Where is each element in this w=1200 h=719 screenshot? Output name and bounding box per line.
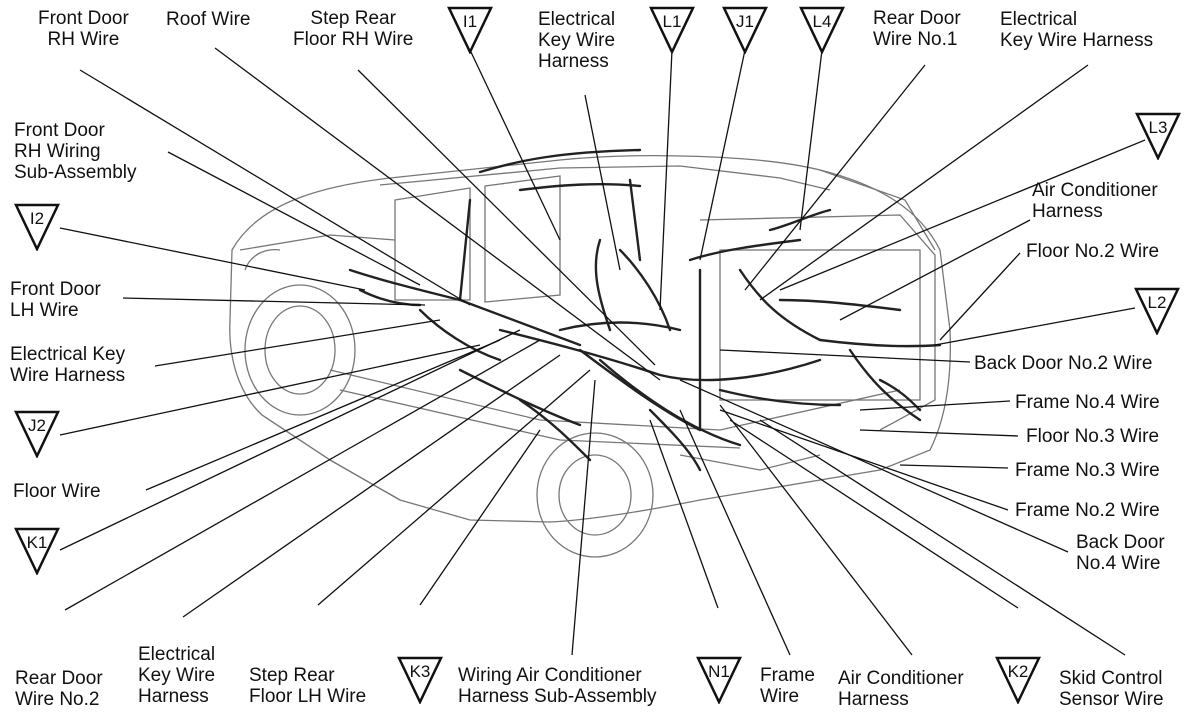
label-air-conditioner-harness-right: Air Conditioner Harness [1032, 180, 1158, 222]
label-frame-no3-wire: Frame No.3 Wire [1015, 460, 1160, 481]
label-wiring-air-conditioner-harness-sub-assembly: Wiring Air Conditioner Harness Sub-Assem… [458, 665, 657, 707]
connector-i1: I1 [447, 6, 493, 54]
label-front-door-rh-wire: Front Door RH Wire [38, 8, 129, 50]
connector-n1: N1 [696, 656, 742, 704]
connector-k2: K2 [995, 656, 1041, 704]
label-back-door-no4-wire: Back Door No.4 Wire [1076, 532, 1165, 574]
connector-j1: J1 [722, 6, 768, 54]
label-frame-no2-wire: Frame No.2 Wire [1015, 500, 1160, 521]
label-rear-door-wire-no1: Rear Door Wire No.1 [873, 8, 961, 50]
label-electrical-key-wire-harness-left: Electrical Key Wire Harness [10, 344, 126, 386]
label-electrical-key-wire-harness-bottom: Electrical Key Wire Harness [138, 644, 216, 707]
leader-lines [59, 47, 1146, 656]
label-skid-control-sensor-wire: Skid Control Sensor Wire [1059, 668, 1164, 710]
label-frame-no4-wire: Frame No.4 Wire [1015, 392, 1160, 413]
label-front-door-lh-wire: Front Door LH Wire [10, 279, 101, 321]
connector-l2: L2 [1134, 287, 1180, 335]
label-floor-wire: Floor Wire [13, 481, 101, 502]
label-rear-door-wire-no2: Rear Door Wire No.2 [15, 668, 103, 710]
label-floor-no2-wire: Floor No.2 Wire [1026, 241, 1160, 262]
connector-l1: L1 [649, 6, 695, 54]
label-step-rear-floor-rh-wire: Step Rear Floor RH Wire [293, 8, 414, 50]
label-electrical-key-wire-harness-top: Electrical Key Wire Harness [538, 9, 616, 72]
connector-l4: L4 [799, 6, 845, 54]
label-frame-wire: Frame Wire [760, 665, 815, 707]
connector-k3: K3 [397, 656, 443, 704]
vehicle-outline [229, 155, 951, 558]
connector-l3: L3 [1135, 112, 1181, 160]
label-step-rear-floor-lh-wire: Step Rear Floor LH Wire [249, 665, 367, 707]
label-air-conditioner-harness-bottom: Air Conditioner Harness [838, 668, 964, 710]
label-front-door-rh-wiring-sub-assembly: Front Door RH Wiring Sub-Assembly [14, 120, 137, 183]
connector-i2: I2 [14, 203, 60, 251]
label-electrical-key-wire-harness-topright: Electrical Key Wire Harness [1000, 9, 1154, 51]
label-back-door-no2-wire: Back Door No.2 Wire [974, 353, 1153, 374]
connector-j2: J2 [14, 410, 60, 458]
wire-harness-bundles [348, 148, 942, 472]
label-floor-no3-wire: Floor No.3 Wire [1026, 426, 1160, 447]
label-roof-wire: Roof Wire [166, 9, 251, 30]
connector-k1: K1 [14, 527, 60, 575]
